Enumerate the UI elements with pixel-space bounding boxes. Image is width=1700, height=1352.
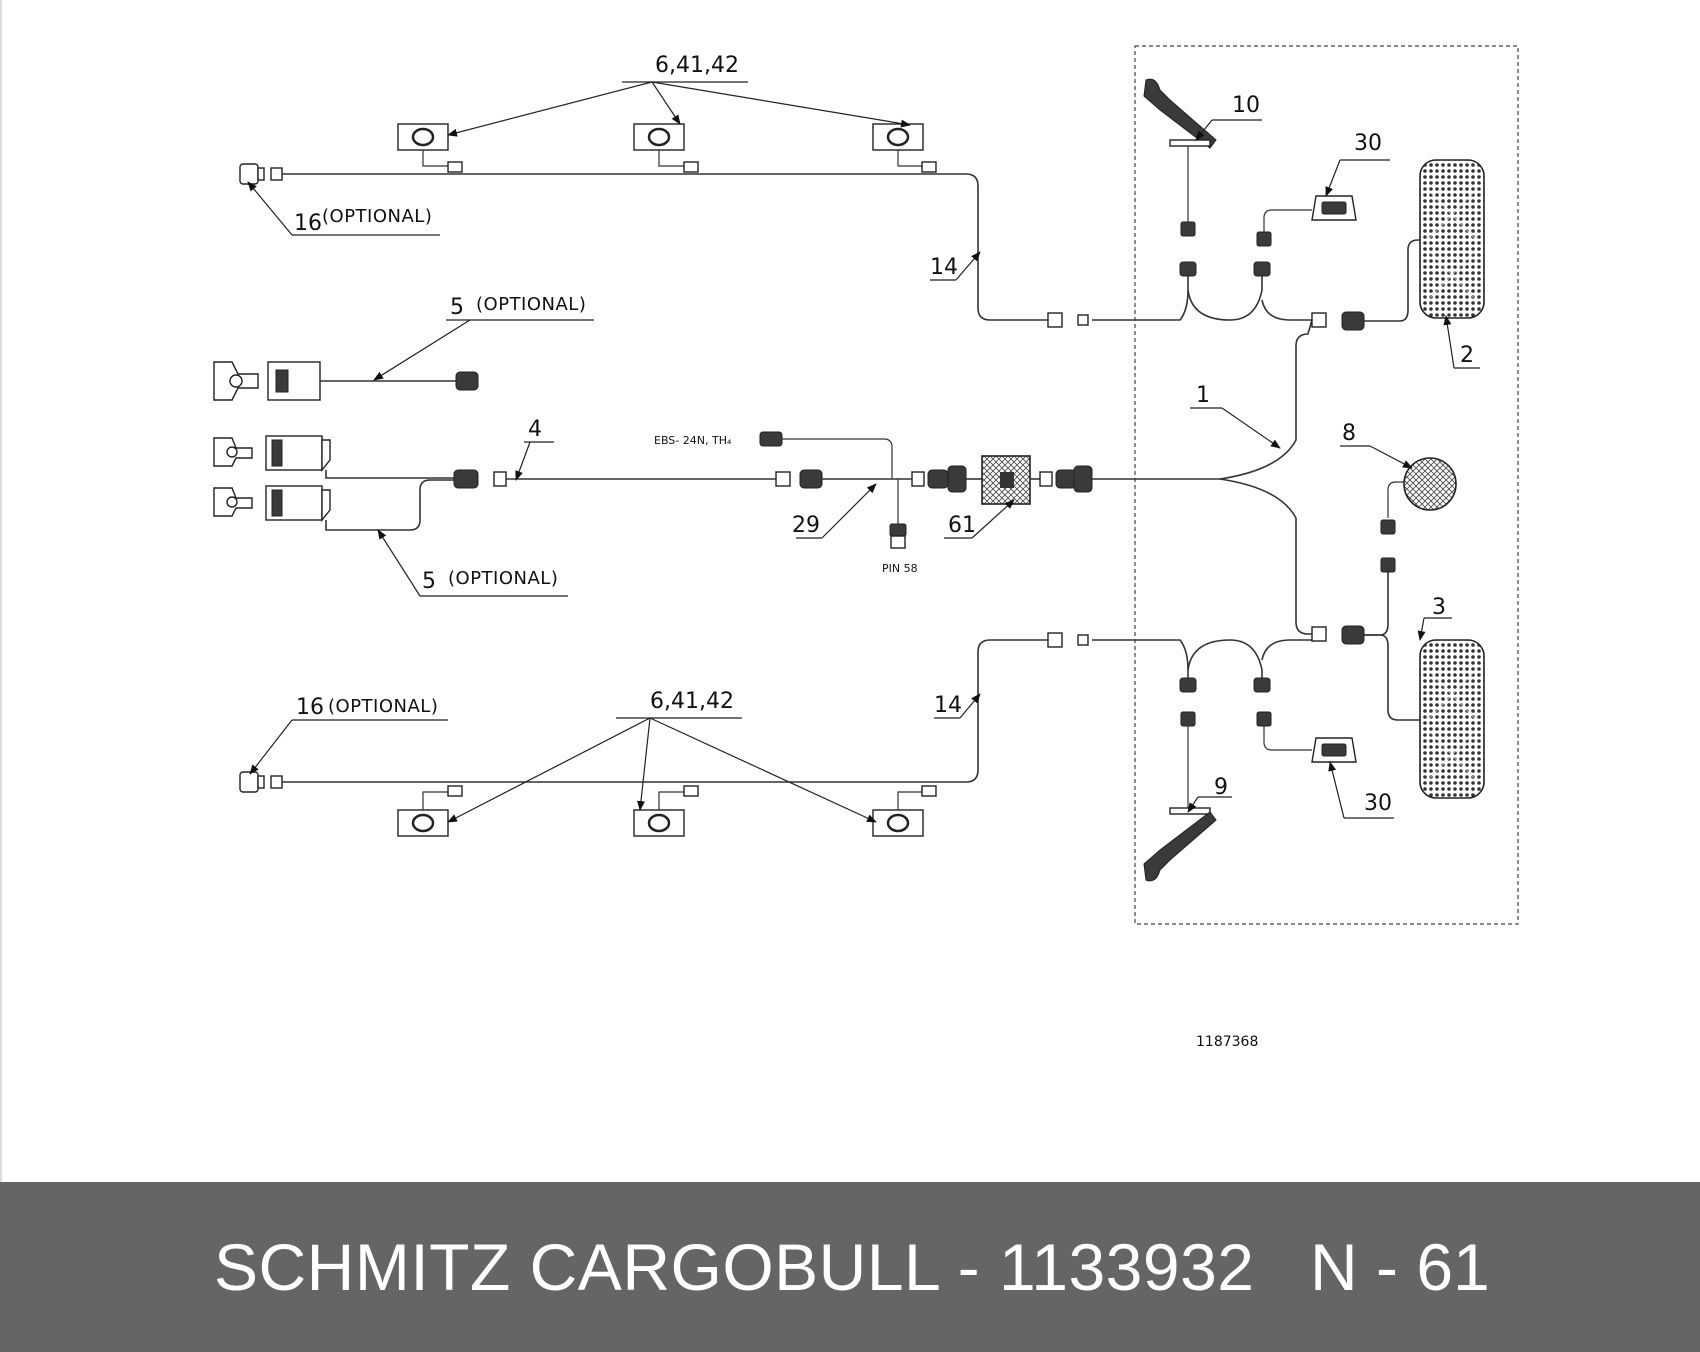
label-16-bottom: 16: [296, 695, 324, 720]
label-61: 61: [948, 513, 976, 538]
rear-harness-1: [1092, 239, 1420, 721]
side-marker-lamp-top-3: [872, 123, 937, 173]
label-5-top: 5: [450, 295, 464, 320]
label-16-top: 16: [294, 211, 322, 236]
lamp-8: [1403, 457, 1457, 511]
side-marker-lamp-bottom-3: [872, 785, 937, 837]
label-16-bottom-optional: (OPTIONAL): [328, 696, 438, 717]
label-30-bottom: 30: [1364, 791, 1392, 816]
bottom-side-harness: [239, 632, 1089, 837]
side-marker-lamp-bottom-2: [633, 785, 699, 837]
label-8: 8: [1342, 421, 1356, 446]
plate-lamp-30-bottom: [1256, 711, 1357, 763]
control-module-61: [981, 455, 1031, 505]
side-marker-lamp-top-1: [397, 123, 463, 173]
main-harness: [493, 431, 1220, 549]
socket-optional-top: [213, 361, 479, 401]
top-side-harness: [239, 123, 1089, 328]
label-6-41-42-top: 6,41,42: [655, 53, 739, 78]
side-marker-lamp-top-2: [633, 123, 699, 173]
label-14-top: 14: [930, 255, 958, 280]
label-2: 2: [1460, 343, 1474, 368]
tail-lamp-2: [1419, 159, 1485, 319]
label-5-bottom: 5: [422, 569, 436, 594]
label-4: 4: [528, 417, 542, 442]
outline-marker-lamp-10: [1143, 78, 1217, 237]
callout-labels: 6,41,42 6,41,42 16 (OPTIONAL) 16 (OPTION…: [294, 53, 1474, 1050]
label-1: 1: [1196, 383, 1210, 408]
label-30-top: 30: [1354, 131, 1382, 156]
side-marker-lamp-bottom-1: [397, 785, 463, 837]
label-6-41-42-bottom: 6,41,42: [650, 689, 734, 714]
rear-frame-outline: [1134, 45, 1519, 925]
drawing-number: 1187368: [1196, 1034, 1258, 1050]
footer-banner: SCHMITZ CARGOBULL - 1133932 N - 61: [0, 1182, 1700, 1352]
part-reference: SCHMITZ CARGOBULL - 1133932: [214, 1230, 1255, 1304]
label-10: 10: [1232, 93, 1260, 118]
label-5-top-optional: (OPTIONAL): [476, 294, 586, 315]
label-3: 3: [1432, 595, 1446, 620]
label-29: 29: [792, 513, 820, 538]
leader-lines: [247, 81, 1480, 823]
label-5-bottom-optional: (OPTIONAL): [448, 568, 558, 589]
label-9: 9: [1214, 775, 1228, 800]
pin-58-note: PIN 58: [882, 562, 918, 575]
ebs-note: EBS- 24N, TH₄: [654, 434, 732, 447]
wiring-diagram: 6,41,42 6,41,42 16 (OPTIONAL) 16 (OPTION…: [0, 0, 1519, 1182]
socket-left-lower: [213, 485, 331, 522]
socket-left-upper: [213, 435, 331, 472]
tail-lamp-3: [1419, 639, 1485, 799]
part-code: N - 61: [1310, 1230, 1490, 1304]
plate-lamp-30-top: [1256, 195, 1357, 247]
label-16-top-optional: (OPTIONAL): [322, 206, 432, 227]
label-14-bottom: 14: [934, 693, 962, 718]
